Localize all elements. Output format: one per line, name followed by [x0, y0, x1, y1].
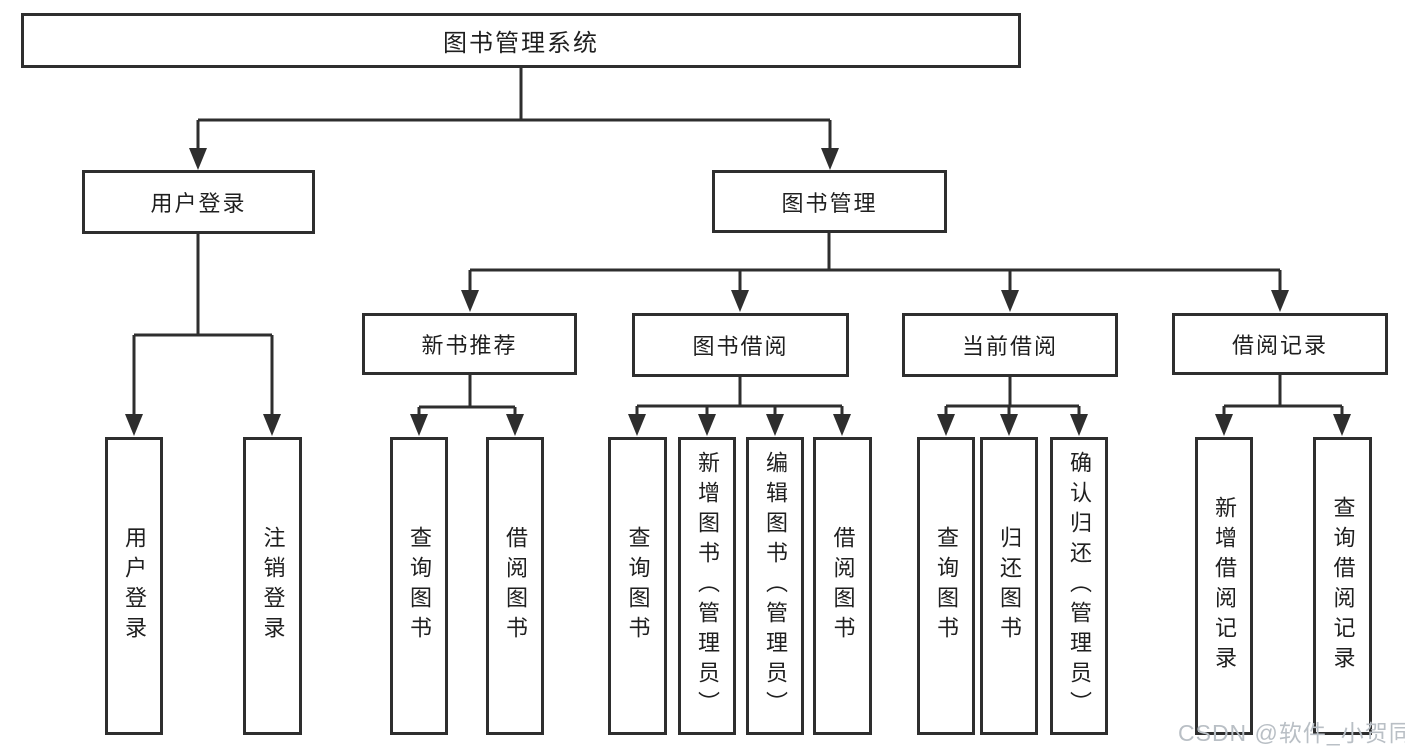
node-label: 归还图书: [997, 526, 1022, 646]
node-user-login: 用户登录: [82, 170, 315, 234]
node-label: 当前借阅: [961, 334, 1058, 359]
node-current-borrow: 当前借阅: [902, 313, 1118, 377]
node-borrow-record: 借阅记录: [1172, 313, 1388, 375]
leaf-user-login: 用户登录: [105, 437, 163, 735]
leaf-return-books: 归还图书: [980, 437, 1038, 735]
node-label: 查询图书: [407, 526, 432, 646]
leaf-query-books: 查询图书: [917, 437, 975, 735]
node-label: 借阅图书: [830, 526, 856, 646]
node-label: 图书借阅: [692, 334, 789, 359]
node-label: 新书推荐: [421, 333, 518, 358]
node-label: 新增借阅记录: [1212, 496, 1237, 676]
node-label: 用户登录: [150, 191, 247, 216]
leaf-borrow-books: 借阅图书: [813, 437, 872, 735]
node-new-book-recommend: 新书推荐: [362, 313, 577, 375]
node-label: 查询图书: [934, 526, 959, 646]
node-label: 借阅图书: [503, 526, 528, 646]
node-book-management: 图书管理: [712, 170, 947, 233]
node-label: 注销登录: [260, 526, 286, 646]
leaf-borrow-books: 借阅图书: [486, 437, 544, 735]
leaf-query-borrow-record: 查询借阅记录: [1313, 437, 1372, 735]
leaf-add-borrow-record: 新增借阅记录: [1195, 437, 1253, 735]
leaf-confirm-return-admin: 确认归还（管理员）: [1050, 437, 1108, 735]
node-label: 图书管理: [781, 190, 878, 216]
node-label: 借阅记录: [1231, 333, 1328, 358]
node-label: 查询图书: [625, 526, 651, 646]
node-book-borrow: 图书借阅: [632, 313, 849, 377]
node-label: 确认归还（管理员）: [1067, 451, 1092, 721]
node-label: 新增图书（管理员）: [695, 451, 720, 721]
csdn-watermark: CSDN @软件_小贺同学: [1178, 720, 1405, 746]
node-label: 用户登录: [122, 526, 147, 646]
leaf-query-books: 查询图书: [608, 437, 667, 735]
node-label: 图书管理系统: [443, 30, 599, 57]
node-root-system: 图书管理系统: [21, 13, 1021, 68]
node-label: 编辑图书（管理员）: [763, 451, 788, 721]
node-label: 查询借阅记录: [1330, 496, 1356, 676]
leaf-add-books-admin: 新增图书（管理员）: [678, 437, 736, 735]
leaf-logout: 注销登录: [243, 437, 302, 735]
leaf-query-books: 查询图书: [390, 437, 448, 735]
leaf-edit-books-admin: 编辑图书（管理员）: [746, 437, 804, 735]
